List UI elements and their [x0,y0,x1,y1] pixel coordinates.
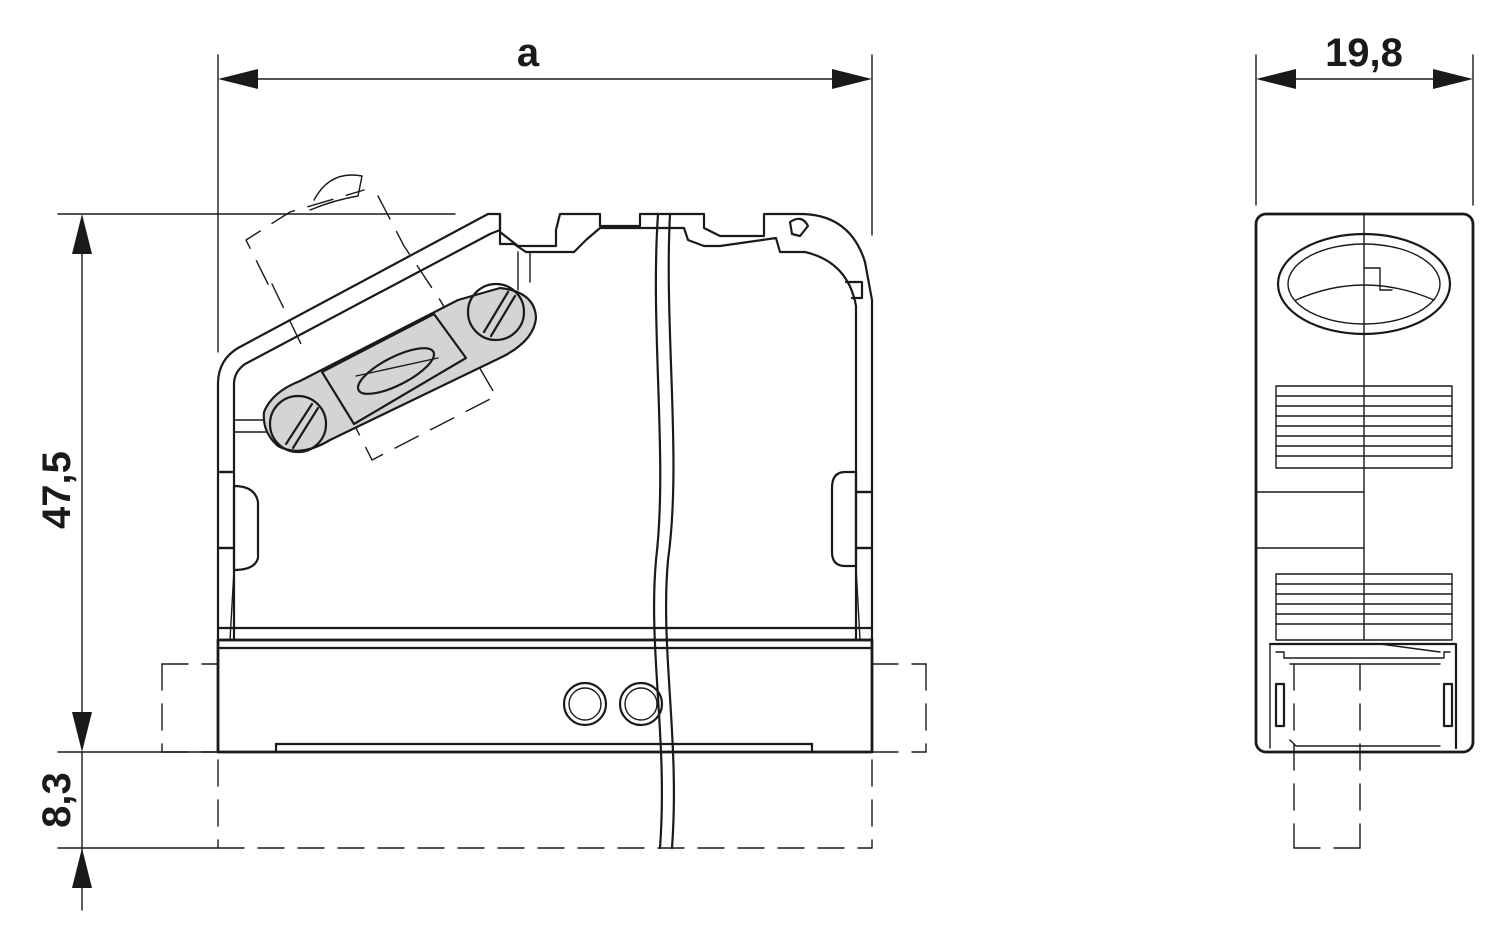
fuse-access-opening [1276,232,1452,336]
housing-inner-lines [216,565,874,650]
din-clip [1268,642,1458,750]
indicator-circle-2 [618,681,664,727]
front-view: a 47,5 8,3 [35,31,927,911]
fuse-screw-left [268,394,328,454]
housing-base [216,638,874,754]
dimension-rail-label: 8,3 [35,772,79,828]
dimension-a: a [217,31,873,353]
dimension-rail: 8,3 [35,751,92,911]
dimension-a-label: a [517,31,540,75]
dimension-height-label: 47,5 [35,451,79,529]
dimension-depth-label: 19,8 [1325,31,1403,75]
fuse-screw-right [466,282,526,342]
side-view: 19,8 [1254,31,1475,849]
indicator-circle-1 [562,681,608,727]
dimension-height: 47,5 [35,213,456,849]
din-rail-outline [161,663,927,849]
label-area-lower [1275,573,1453,641]
fuse-holder [262,282,538,454]
section-cut-line [652,212,676,850]
side-rail-outline [1293,663,1361,849]
label-area-upper [1275,385,1453,469]
dimension-depth: 19,8 [1255,31,1474,206]
